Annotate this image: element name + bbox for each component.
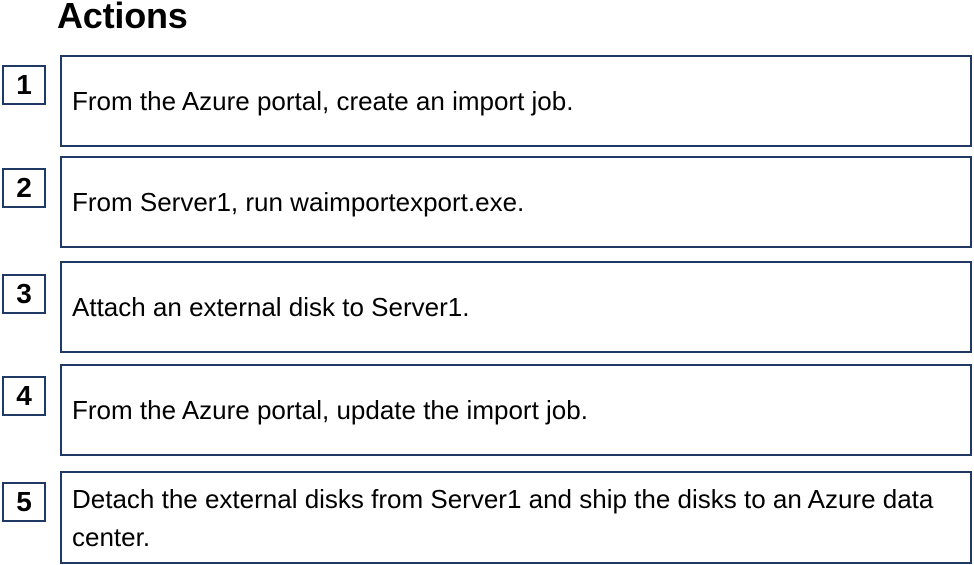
action-item-3[interactable]: Attach an external disk to Server1.	[60, 261, 972, 353]
step-number-1: 1	[2, 65, 46, 105]
action-item-2-text: From Server1, run waimportexport.exe.	[72, 187, 525, 217]
step-number-5: 5	[2, 482, 46, 522]
action-item-5[interactable]: Detach the external disks from Server1 a…	[60, 471, 972, 564]
step-number-2: 2	[2, 168, 46, 208]
action-item-4-text: From the Azure portal, update the import…	[72, 395, 588, 425]
action-item-5-text: Detach the external disks from Server1 a…	[72, 484, 934, 552]
action-item-1[interactable]: From the Azure portal, create an import …	[60, 55, 972, 147]
step-number-4: 4	[2, 376, 46, 416]
action-item-2[interactable]: From Server1, run waimportexport.exe.	[60, 156, 972, 248]
step-number-3: 3	[2, 274, 46, 314]
action-item-3-text: Attach an external disk to Server1.	[72, 292, 470, 322]
actions-heading: Actions	[57, 0, 188, 36]
action-item-4[interactable]: From the Azure portal, update the import…	[60, 364, 972, 456]
action-item-1-text: From the Azure portal, create an import …	[72, 86, 574, 116]
